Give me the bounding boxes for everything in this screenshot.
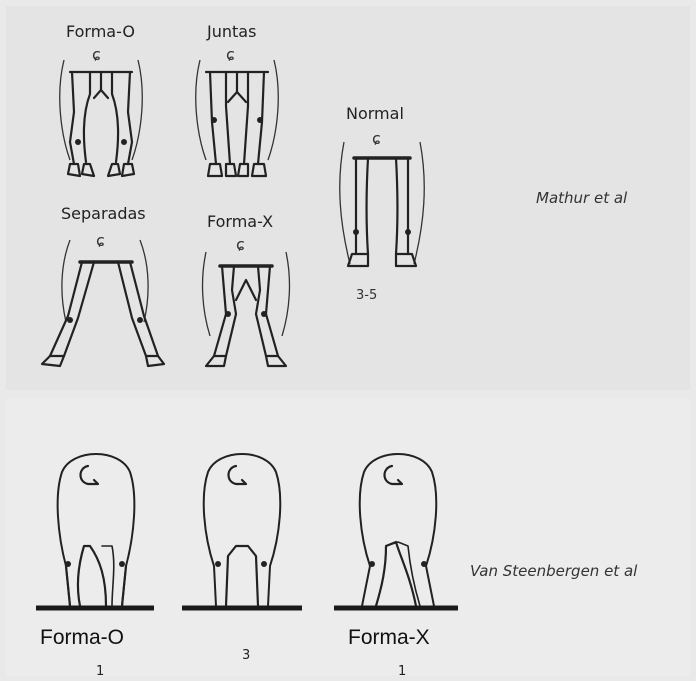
figure-label-forma-x-bottom: Forma-X	[348, 626, 430, 650]
score-forma-o: 1	[96, 664, 104, 679]
normal-score: 3-5	[356, 288, 377, 303]
score-normal: 3	[242, 648, 250, 663]
forma-o-legs-diagram: ɕ	[56, 42, 146, 182]
figure-label-forma-o-bottom: Forma-O	[40, 626, 124, 650]
forma-x-legs-diagram-top: ɕ	[196, 230, 296, 370]
source-mathur: Mathur et al	[536, 189, 627, 207]
normal-legs-diagram: ɕ	[332, 124, 432, 274]
figure-label-normal: Normal	[346, 104, 404, 123]
svg-text:ɕ: ɕ	[236, 235, 245, 254]
forma-o-rear-diagram	[36, 446, 156, 616]
source-van-steenbergen: Van Steenbergen et al	[470, 562, 637, 580]
svg-text:ɕ: ɕ	[96, 231, 105, 250]
normal-rear-diagram	[180, 446, 304, 616]
figure-label-forma-x-top: Forma-X	[207, 212, 273, 231]
figure-label-separadas: Separadas	[61, 204, 146, 223]
juntas-legs-diagram: ɕ	[192, 42, 282, 182]
svg-text:ɕ: ɕ	[226, 45, 235, 64]
svg-text:ɕ: ɕ	[92, 45, 101, 64]
score-forma-x: 1	[398, 664, 406, 679]
forma-x-rear-diagram	[334, 446, 458, 616]
svg-text:ɕ: ɕ	[372, 129, 381, 148]
figure-label-juntas: Juntas	[207, 22, 256, 41]
separadas-legs-diagram: ɕ	[40, 226, 170, 370]
figure-label-forma-o-top: Forma-O	[66, 22, 135, 41]
